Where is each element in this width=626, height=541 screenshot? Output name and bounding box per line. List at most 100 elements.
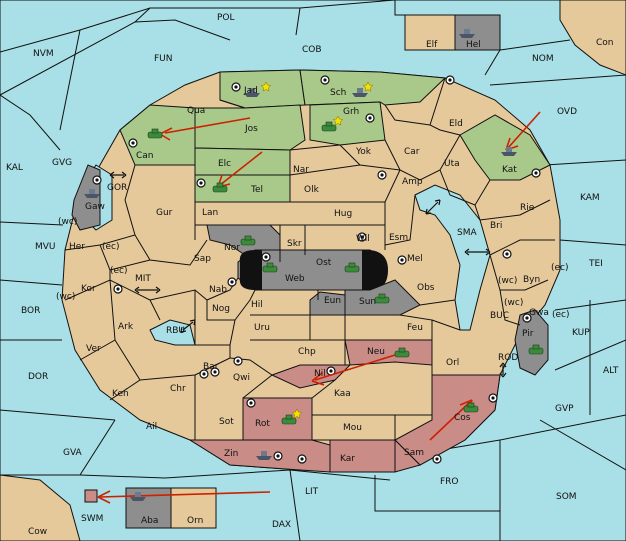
label-RBU: RBU [166,326,185,336]
label-TEI: TEI [588,259,603,269]
fleet-icon[interactable] [459,29,475,38]
fleet-icon[interactable] [244,88,260,97]
label-BOR: BOR [21,306,40,316]
label-Kat: Kat [502,165,517,175]
label-Sam: Sam [404,448,424,458]
label-ec1: (ec) [102,242,120,252]
label-Car: Car [404,147,420,157]
label-Chr: Chr [170,384,186,394]
province-labels: POL NVM FUN COB NOM Con Elf Hel OVD KAL … [6,13,619,537]
label-wc4: (wc) [504,298,523,308]
label-DAX: DAX [272,520,291,530]
label-Cow: Cow [28,527,47,537]
army-icon[interactable] [147,128,163,139]
order-arrow-neu-nil [314,354,396,381]
label-Lan: Lan [202,208,218,218]
label-DOR: DOR [28,372,48,382]
army-icon[interactable] [394,347,410,358]
label-Yok: Yok [355,147,372,157]
label-Kar: Kar [340,454,355,464]
label-Uta: Uta [444,159,460,169]
label-Nog: Nog [212,304,230,314]
label-Hug: Hug [334,209,352,219]
label-KAL: KAL [6,163,23,173]
label-Orn: Orn [187,516,203,526]
label-ec4: (ec) [552,310,570,320]
label-Eun: Eun [324,296,341,306]
label-Sap: Sap [194,254,211,264]
label-KAM: KAM [580,193,600,203]
province-Pir[interactable] [514,309,549,376]
army-icon[interactable] [212,182,228,193]
channel-arrows [109,171,507,378]
label-ALT: ALT [603,366,619,376]
label-Neu: Neu [367,347,385,357]
label-Olk: Olk [304,185,320,195]
dislodged-star-icon [260,81,272,92]
label-Wil: Wil [356,234,370,244]
army-icon[interactable] [528,344,544,355]
order-arrow-elc-tel [219,151,263,186]
province-Sam-tip[interactable] [394,438,421,473]
army-icon[interactable] [344,262,360,273]
label-Nab: Nab [209,285,227,295]
label-Elf: Elf [426,40,438,50]
province-SWM-island[interactable] [84,489,98,503]
dislodged-star-icon [291,408,303,419]
label-Sun: Sun [359,297,376,307]
army-icon[interactable] [262,262,278,273]
fleet-icon[interactable] [130,492,146,501]
label-Cos: Cos [454,413,471,423]
black-cap-left [239,250,262,290]
label-Mou: Mou [343,423,362,433]
province-Cow[interactable] [0,474,81,541]
army-icon[interactable] [240,235,256,246]
label-ec3: (ec) [551,263,569,273]
label-FRO: FRO [440,477,459,487]
fleet-icon[interactable] [501,147,517,156]
label-Pir: Pir [522,329,534,339]
label-GVG: GVG [52,158,72,168]
order-arrow-swm [99,491,271,498]
province-Tel[interactable] [194,174,291,203]
fleet-icon[interactable] [84,189,100,198]
province-Neu[interactable] [344,339,433,366]
label-MVU: MVU [35,242,56,252]
army-icon[interactable] [463,402,479,413]
province-Grh[interactable] [309,101,386,146]
label-Con: Con [596,38,614,48]
label-Kor: Kor [81,284,96,294]
land-borders [64,77,555,441]
label-Her: Her [69,242,85,252]
province-Hel[interactable] [454,14,501,51]
label-SWM: SWM [81,514,103,524]
label-Ver: Ver [86,344,101,354]
label-Bri: Bri [490,221,502,231]
province-Kar[interactable] [329,439,396,473]
label-Jad: Jad [243,86,258,96]
label-OVD: OVD [557,107,577,117]
label-Qua: Qua [187,106,205,116]
label-Sot: Sot [219,417,234,427]
order-arrow-cos [429,401,471,441]
province-Con[interactable] [559,0,626,76]
label-Feu: Feu [407,323,423,333]
label-Amp: Amp [402,177,423,187]
label-NOM: NOM [532,54,554,64]
label-Byn: Byn [523,275,540,285]
province-Elc[interactable] [194,147,291,176]
label-Nar: Nar [293,165,309,175]
label-Nor: Nor [224,243,240,253]
dislodged-star-icon [332,115,344,126]
label-SMA: SMA [457,228,477,238]
fleet-icon[interactable] [256,451,272,460]
label-Gur: Gur [156,208,173,218]
label-Hel: Hel [466,40,481,50]
province-Cos[interactable] [394,374,501,466]
fleet-icon[interactable] [352,88,368,97]
label-Can: Can [136,151,154,161]
army-icon[interactable] [321,121,337,132]
army-icon[interactable] [374,293,390,304]
army-icon[interactable] [281,414,297,425]
